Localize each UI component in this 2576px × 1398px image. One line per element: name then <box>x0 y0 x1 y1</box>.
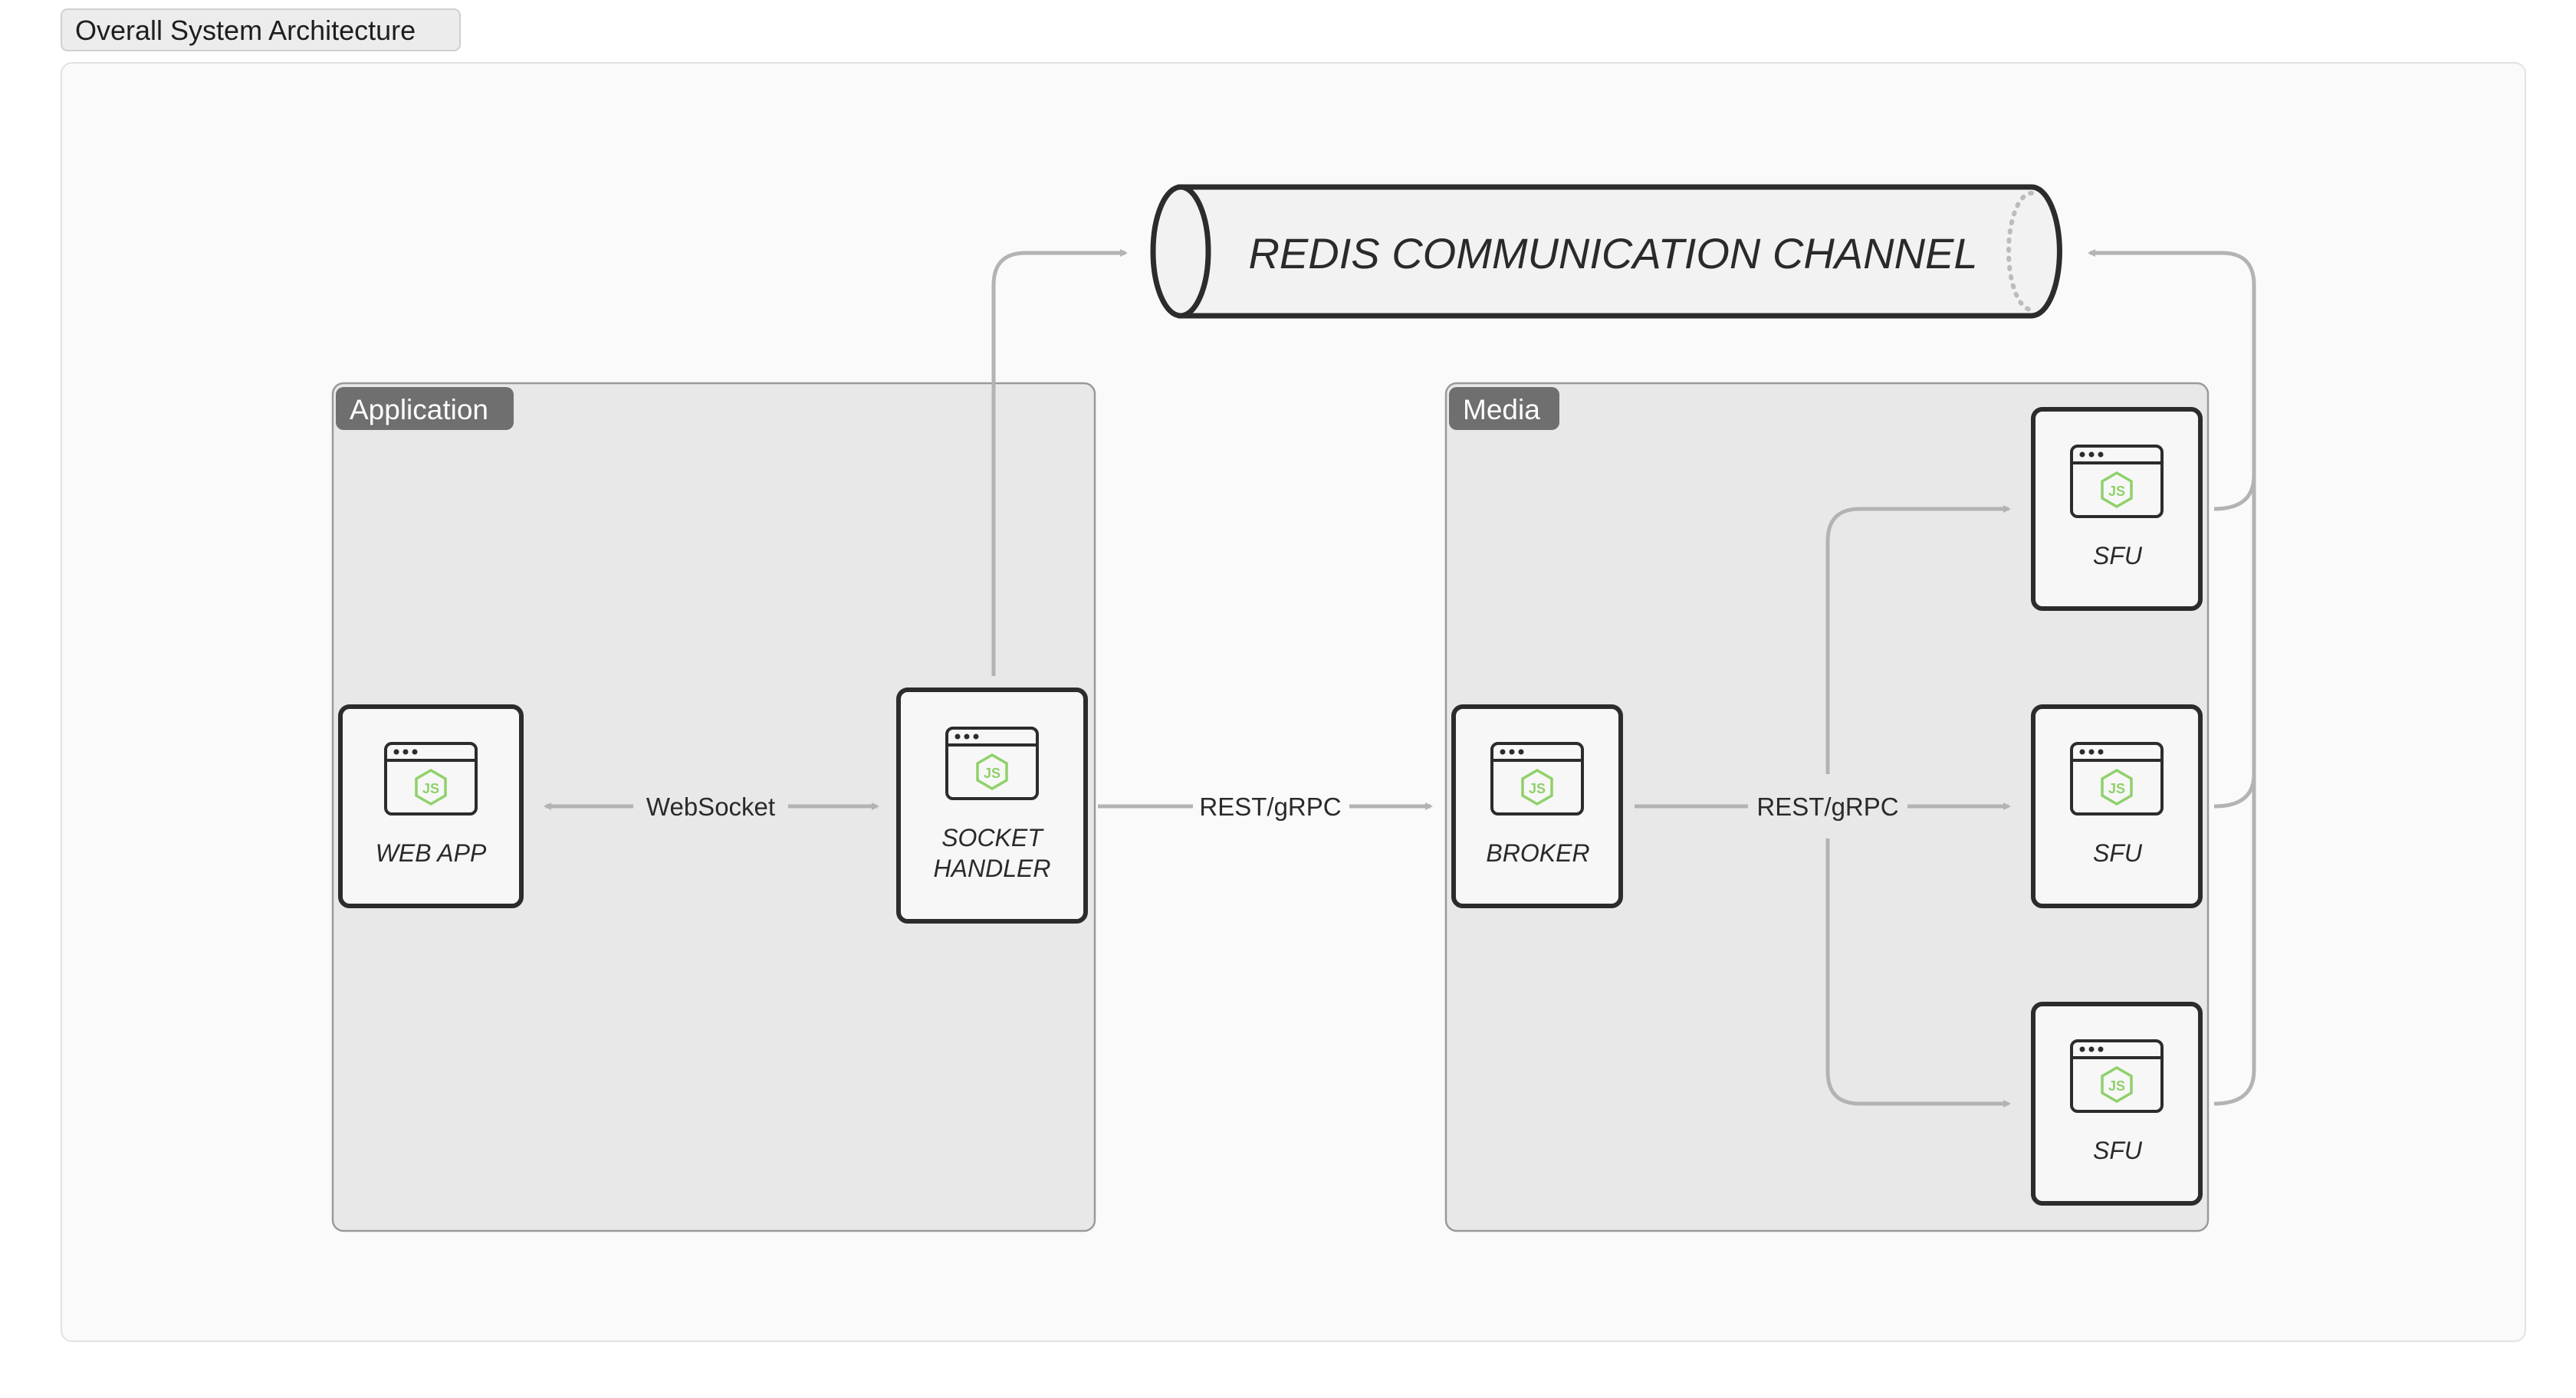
node-socket-handler-label-1: SOCKET <box>941 824 1044 852</box>
edges <box>544 249 2256 1108</box>
group-media-label: Media <box>1463 394 1540 425</box>
nodejs-icon <box>945 727 1039 800</box>
node-sfu-top[interactable]: SFU <box>2031 407 2203 611</box>
group-media: Media <box>1444 382 2210 1232</box>
nodejs-icon <box>2070 742 2164 816</box>
node-web-app[interactable]: WEB APP <box>338 704 524 908</box>
node-sfu-middle[interactable]: SFU <box>2031 704 2203 908</box>
node-sfu-top-label: SFU <box>2093 542 2143 569</box>
nodejs-icon <box>2070 1039 2164 1113</box>
group-application: Application <box>331 382 1096 1232</box>
group-media-tab <box>1449 387 1559 430</box>
group-application-label: Application <box>350 394 488 425</box>
title-tab-label: Overall System Architecture <box>75 15 416 46</box>
node-sfu-bottom-label: SFU <box>2093 1137 2143 1164</box>
edge-label-websocket: WebSocket <box>646 793 775 821</box>
edge-label-rest-grpc-broker: REST/gRPC <box>1756 793 1898 821</box>
node-socket-handler[interactable]: SOCKET HANDLER <box>896 688 1088 924</box>
edge-broker-to-sfu-top <box>1825 505 2011 774</box>
nodejs-icon <box>1490 742 1584 816</box>
group-application-tab <box>336 387 514 430</box>
node-sfu-bottom[interactable]: SFU <box>2031 1002 2203 1206</box>
node-broker-label: BROKER <box>1486 839 1589 867</box>
title-tab[interactable]: Overall System Architecture <box>61 8 461 51</box>
edge-socket-to-redis <box>991 249 1128 676</box>
node-web-app-label: WEB APP <box>376 839 487 867</box>
node-socket-handler-label-2: HANDLER <box>934 855 1051 882</box>
nodejs-icon <box>2070 445 2164 518</box>
edge-broker-to-sfu-bottom <box>1825 838 2011 1108</box>
node-broker[interactable]: BROKER <box>1451 704 1623 908</box>
node-sfu-middle-label: SFU <box>2093 839 2143 867</box>
nodejs-icon <box>384 742 478 816</box>
edge-sfu-bottom-to-redis <box>2088 249 2256 1106</box>
redis-channel[interactable]: REDIS COMMUNICATION CHANNEL <box>1150 184 2062 319</box>
redis-channel-label: REDIS COMMUNICATION CHANNEL <box>1248 229 1977 277</box>
edge-label-rest-grpc-app: REST/gRPC <box>1199 793 1341 821</box>
